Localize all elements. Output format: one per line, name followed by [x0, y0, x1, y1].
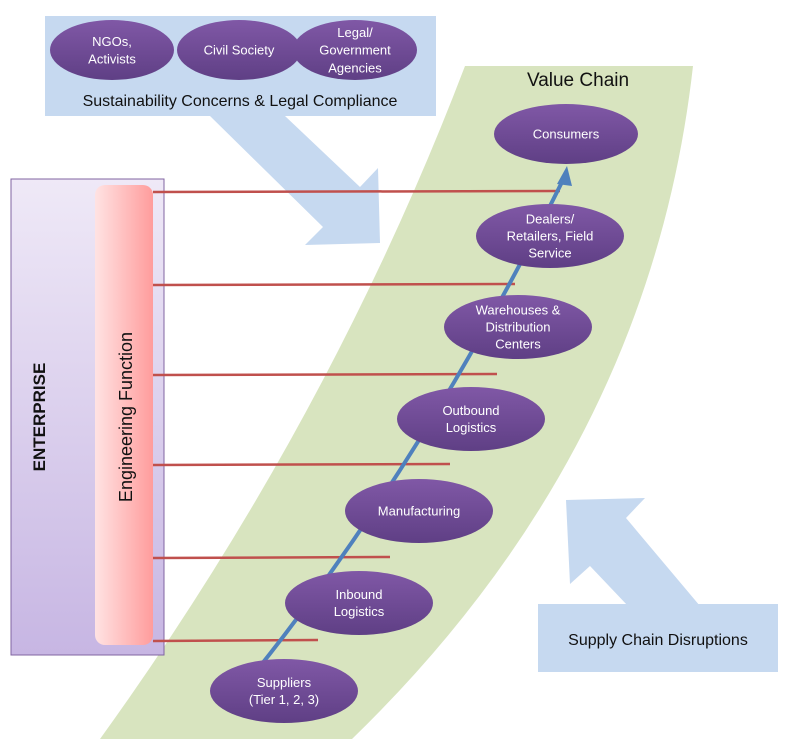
- stakeholder-node-label: Legal/: [337, 25, 373, 40]
- value-chain-stage-shape: [285, 571, 433, 635]
- value-chain-stage-label: Centers: [495, 336, 541, 351]
- value-chain-stage-shape: [210, 659, 358, 723]
- stakeholder-node-shape: [293, 20, 417, 80]
- value-chain-stage-label: Warehouses &: [476, 303, 561, 318]
- disruption-arrow: [566, 498, 700, 606]
- stakeholders-caption: Sustainability Concerns & Legal Complian…: [83, 93, 398, 110]
- value-chain-stage-label: Logistics: [334, 604, 385, 619]
- value-chain-stage-shape: [397, 387, 545, 451]
- stakeholder-node-label: Activists: [88, 52, 136, 67]
- value-chain-title: Value Chain: [527, 70, 629, 91]
- stakeholder-node-label: Government: [319, 43, 391, 58]
- sustainability-arrow: [210, 116, 380, 245]
- value-chain-stage-label: Outbound: [442, 403, 499, 418]
- value-chain-stage: Suppliers (Tier 1, 2, 3): [210, 659, 358, 723]
- value-chain-stage-label: Retailers, Field: [507, 229, 594, 244]
- value-chain-stage-label: Consumers: [533, 127, 600, 142]
- engineering-link: [152, 372, 498, 377]
- value-chain-stage-shape: [345, 479, 493, 543]
- engineering-link: [152, 462, 451, 467]
- value-chain-stage-shape: [476, 204, 624, 268]
- engineering-function-bar: [95, 185, 153, 645]
- value-chain-stage: Consumers: [494, 104, 638, 164]
- disruptions-box: [538, 604, 778, 672]
- stakeholder-node-label: Civil Society: [204, 43, 275, 58]
- value-chain-stage-label: Inbound: [336, 587, 383, 602]
- disruptions-label: Supply Chain Disruptions: [568, 632, 748, 649]
- value-chain-stage-shape: [444, 295, 592, 359]
- stakeholder-node: NGOs, Activists: [50, 20, 174, 80]
- engineering-link: [152, 282, 516, 287]
- stakeholder-node-shape: [177, 20, 301, 80]
- value-chain-stage: Manufacturing: [345, 479, 493, 543]
- value-chain-stage-label: Manufacturing: [378, 504, 460, 519]
- value-chain-stage-shape: [494, 104, 638, 164]
- value-chain-stage-label: Logistics: [446, 420, 497, 435]
- stakeholder-node: Civil Society: [177, 20, 301, 80]
- stakeholder-node-shape: [50, 20, 174, 80]
- value-chain-stage-label: (Tier 1, 2, 3): [249, 692, 319, 707]
- engineering-function-label: Engineering Function: [116, 332, 136, 502]
- stakeholder-node-label: Agencies: [328, 60, 382, 75]
- value-chain-stage-label: Suppliers: [257, 675, 312, 690]
- stakeholder-node-label: NGOs,: [92, 34, 132, 49]
- enterprise-label: ENTERPRISE: [30, 363, 49, 472]
- spine-arrowhead: [557, 166, 572, 186]
- value-chain-stage-label: Service: [528, 245, 571, 260]
- engineering-link: [152, 638, 319, 643]
- value-chain-stage-label: Distribution: [485, 320, 550, 335]
- value-chain-stage-label: Dealers/: [526, 212, 575, 227]
- engineering-link: [152, 555, 391, 560]
- engineering-link: [152, 189, 561, 194]
